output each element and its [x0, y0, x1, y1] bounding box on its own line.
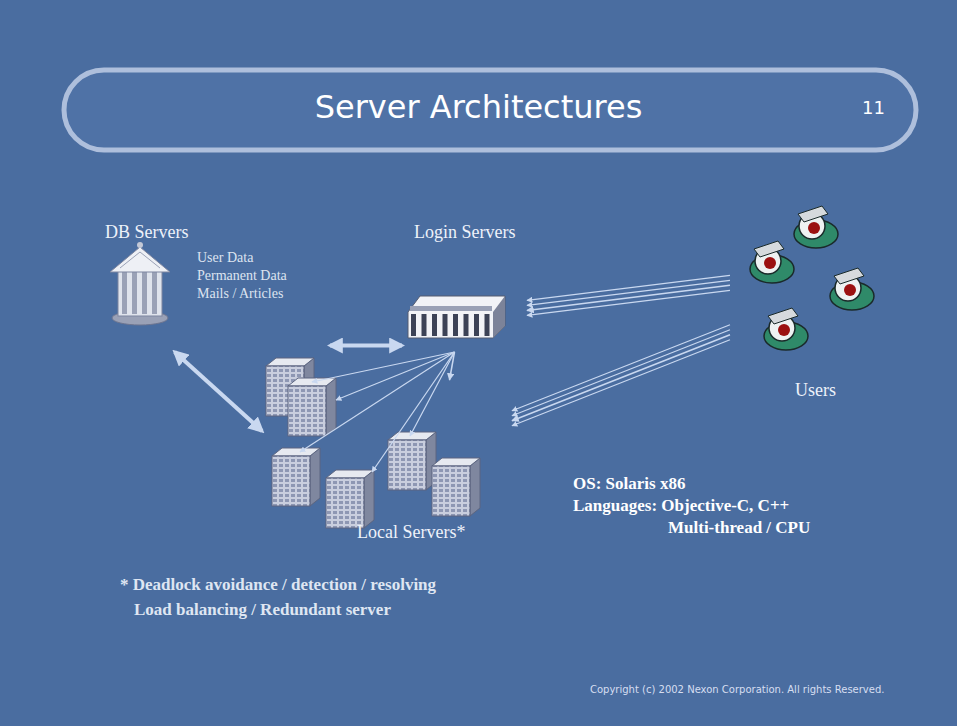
- icons: [110, 206, 874, 528]
- extra-line: [512, 340, 730, 426]
- footnote: Load balancing / Redundant server: [134, 600, 391, 620]
- connector-arrow: [450, 352, 455, 380]
- extra-line: [512, 325, 730, 411]
- user-icon: [794, 206, 838, 248]
- fan-line: [372, 352, 455, 472]
- building-icon: [408, 296, 505, 338]
- fan-line: [300, 352, 455, 452]
- slide-title: Server Architectures: [0, 88, 957, 126]
- connector-arrow: [330, 344, 402, 348]
- extra-line: [527, 290, 730, 315]
- server-icon: [288, 378, 336, 436]
- data-item: User Data: [197, 250, 253, 266]
- user-icon: [764, 308, 808, 350]
- data-item: Permanent Data: [197, 268, 287, 284]
- node-heading: Login Servers: [414, 222, 515, 243]
- connector-arrow: [175, 352, 262, 431]
- database-icon: [110, 242, 170, 325]
- data-item: Mails / Articles: [197, 286, 283, 302]
- server-icon: [272, 448, 320, 506]
- server-icon: [326, 470, 374, 528]
- fan-line: [336, 352, 455, 400]
- db-server-group: DB ServersUser DataPermanent DataMails /…: [105, 222, 330, 352]
- server-icon: [432, 458, 480, 516]
- title-text: Server Architectures: [315, 88, 643, 126]
- note: Languages: Objective-C, C++: [573, 496, 789, 516]
- extra-lines: [300, 275, 730, 472]
- user-icon: [750, 241, 794, 283]
- extra-line: [527, 280, 730, 305]
- server-icon: [388, 432, 436, 490]
- slide-number: 11: [862, 98, 885, 119]
- title-bar: [64, 70, 916, 150]
- user-group: Users: [730, 195, 875, 410]
- extra-line: [527, 275, 730, 300]
- user-icon: [830, 268, 874, 310]
- note: OS: Solaris x86: [573, 474, 685, 494]
- connector-arrow: [527, 285, 730, 310]
- node-heading: DB Servers: [105, 222, 189, 243]
- connector-arrow: [512, 335, 730, 421]
- fan-line: [410, 352, 455, 436]
- node-heading: Users: [795, 380, 836, 401]
- note: Multi-thread / CPU: [668, 518, 810, 538]
- fan-line: [312, 352, 455, 382]
- local-server-group: Local Servers*: [262, 380, 512, 550]
- extra-line: [512, 330, 730, 416]
- copyright-notice: Copyright (c) 2002 Nexon Corporation. Al…: [590, 684, 884, 696]
- footnote: * Deadlock avoidance / detection / resol…: [120, 575, 436, 595]
- login-server-group: Login Servers: [402, 222, 527, 352]
- node-heading: Local Servers*: [357, 522, 465, 543]
